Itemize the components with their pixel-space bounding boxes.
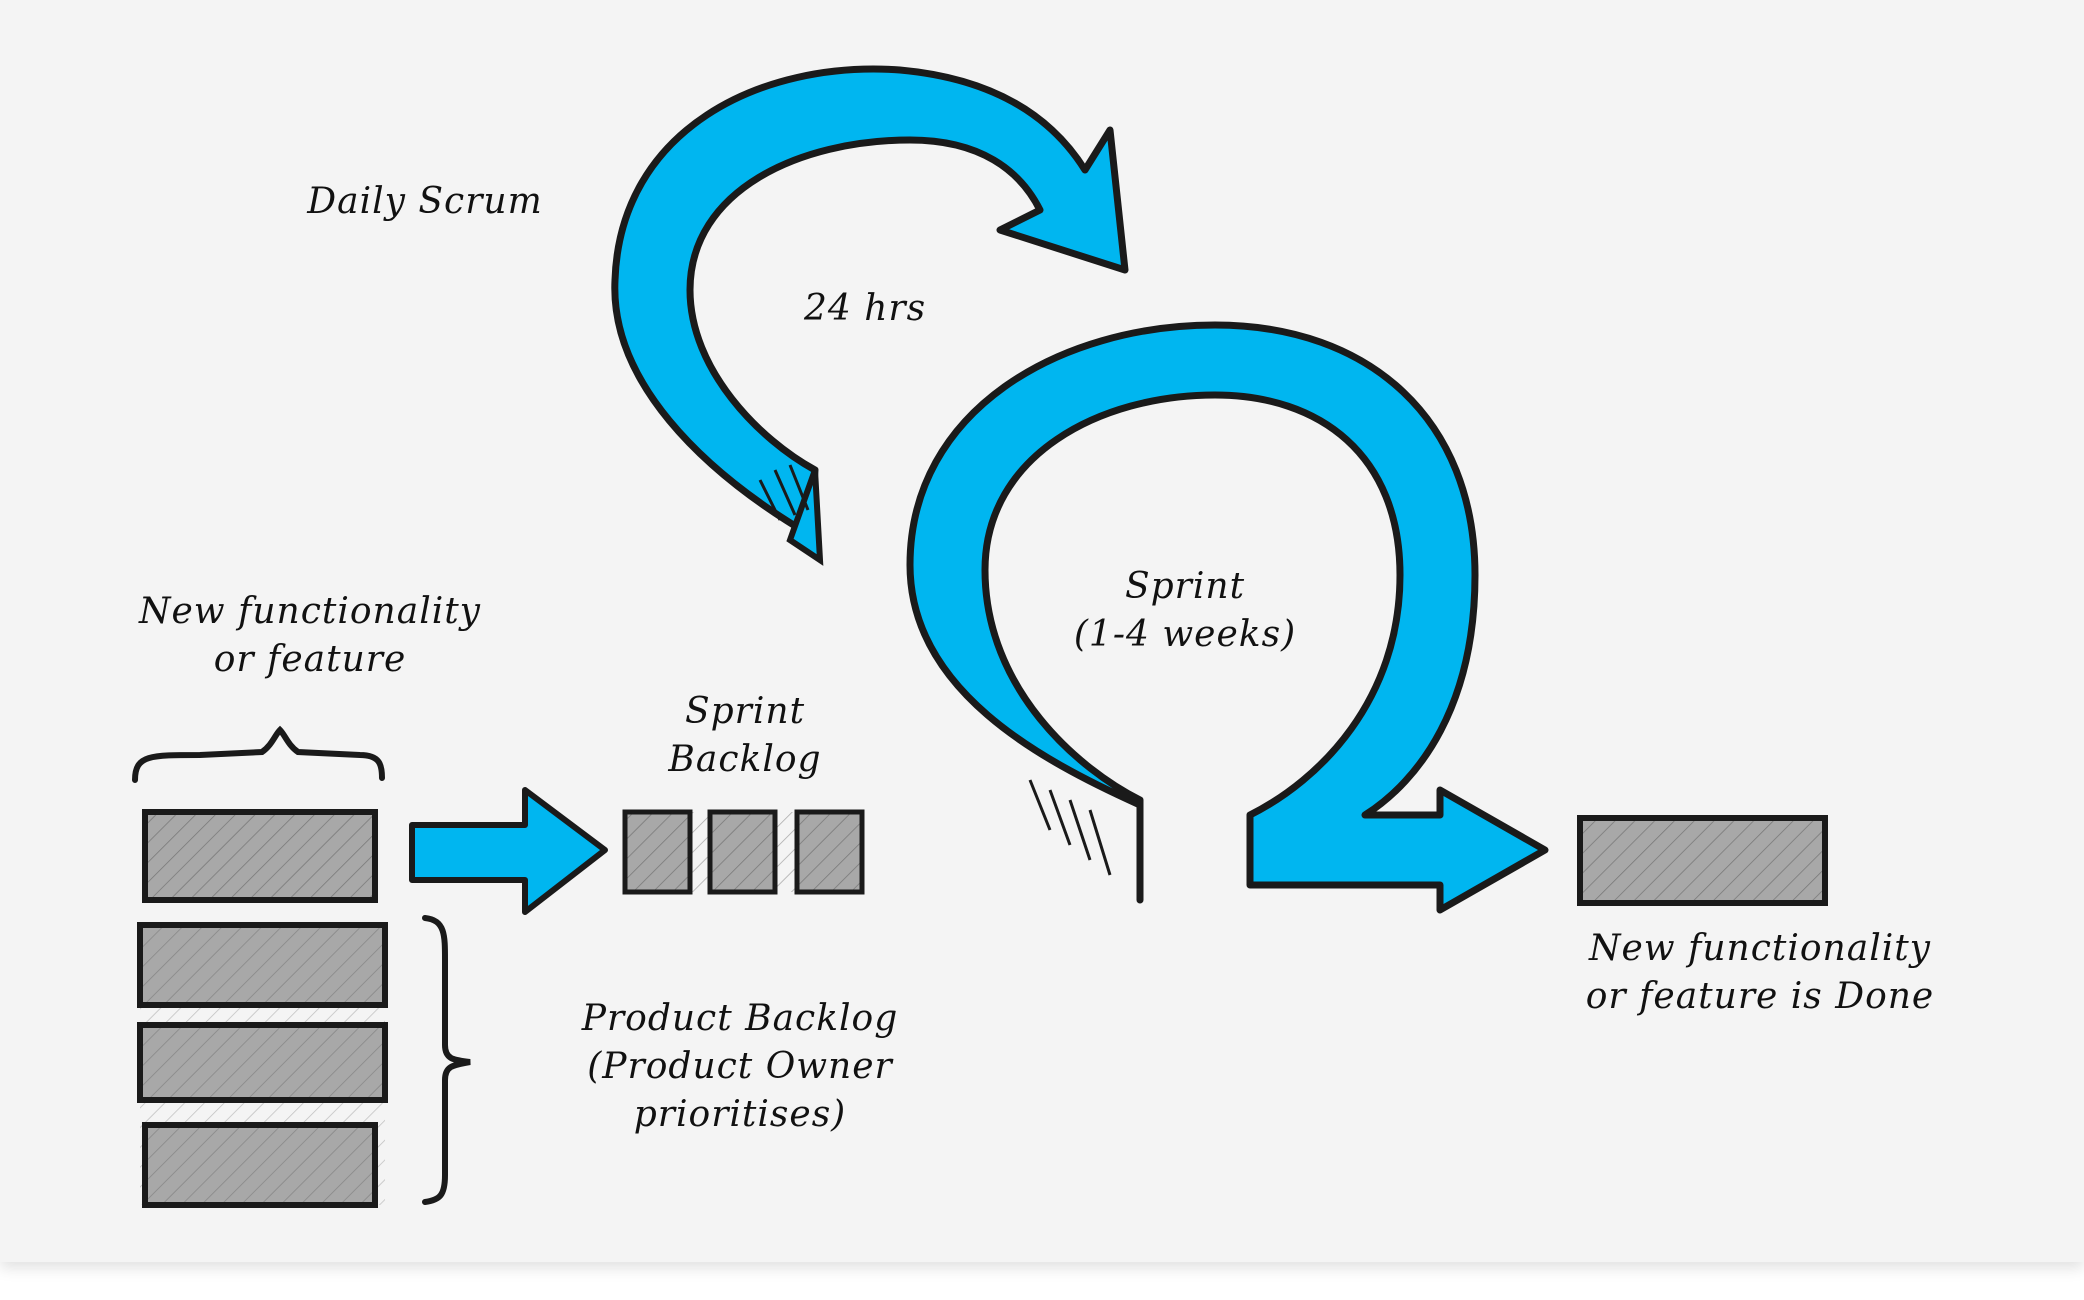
done-feature-box [1577,815,1828,906]
new-feature-box [142,809,378,903]
sprint-backlog-label: Sprint Backlog [668,691,822,780]
backlog-brace-icon [422,915,471,1205]
scrum-diagram [132,65,1828,1208]
done-label: New functionality or feature is Done [1585,928,1935,1017]
daily-duration-label: 24 hrs [803,288,927,329]
daily-scrum-label: Daily Scrum [307,181,543,222]
diagram-canvas: Daily Scrum 24 hrs Sprint (1-4 weeks) Ne… [0,0,2084,1262]
product-backlog-label: Product Backlog (Product Owner prioritis… [581,998,899,1135]
sprint-backlog-boxes [622,809,865,895]
sprint-cycle-arrow-icon [906,321,1549,914]
feature-brace-icon [132,725,385,783]
new-feature-label: New functionality or feature [138,591,482,680]
daily-scrum-arrow-icon [611,65,1129,566]
to-sprint-backlog-arrow-icon [409,787,608,915]
product-backlog-stack [137,922,388,1208]
sprint-label: Sprint (1-4 weeks) [1073,566,1297,655]
